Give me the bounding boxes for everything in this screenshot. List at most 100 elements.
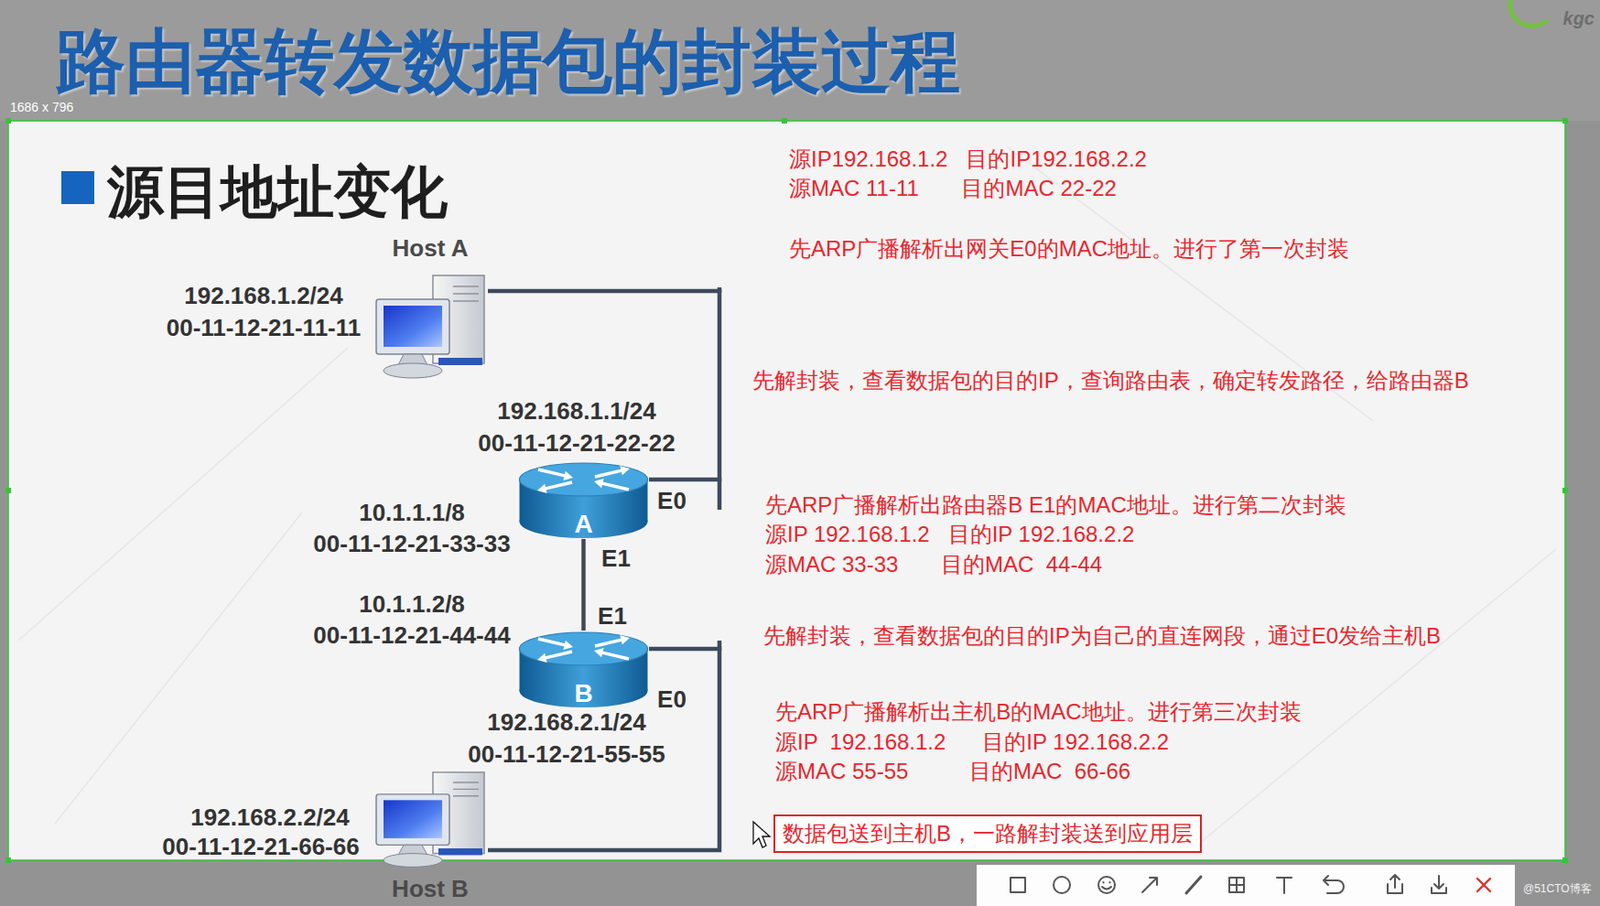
annotation-note: 源IP 192.168.1.2 目的IP 192.168.2.2 [765, 521, 1135, 549]
section-heading: 源目地址变化 [107, 158, 448, 227]
handle [5, 487, 11, 494]
mac-address: 00-11-12-21-22-22 [477, 429, 675, 458]
router-arrow [600, 483, 629, 490]
annotation-note: 先解封装，查看数据包的目的IP，查询路由表，确定转发路径，给路由器B [752, 367, 1470, 395]
watermark: @51CTO博客 [1523, 882, 1592, 896]
router-top [519, 463, 649, 497]
router-node: A [518, 461, 649, 540]
router-arrowhead [594, 478, 605, 488]
mac-address: 00-11-12-21-44-44 [313, 621, 510, 650]
computer-icon [372, 273, 488, 383]
host-name: Host B [372, 875, 488, 903]
logo-arc [1510, 0, 1547, 27]
mosaic-grid [1229, 877, 1244, 893]
annotation-note: 先ARP广播解析出路由器B E1的MAC地址。进行第二次封装 [765, 492, 1347, 519]
texture-line [18, 347, 348, 641]
router-node: B [518, 630, 649, 709]
toolbar [976, 864, 1515, 906]
router-letter: A [518, 461, 649, 539]
drive-bays [453, 286, 479, 302]
computer-icon [372, 770, 488, 872]
monitor-screen [383, 800, 443, 839]
handle [1562, 487, 1568, 494]
monitor-frame [376, 794, 450, 845]
annotation-note: 源MAC 11-11 目的MAC 22-22 [789, 175, 1117, 203]
drive-bays [453, 782, 479, 797]
mac-address: 00-11-12-21-33-33 [313, 529, 510, 559]
router-arrowhead [594, 648, 605, 658]
bullet-square [61, 171, 95, 205]
tower-base [438, 848, 483, 855]
monitor-base [383, 854, 443, 868]
interface-name: E1 [597, 602, 628, 631]
router-arrowhead [537, 484, 548, 494]
slide-area [8, 120, 1566, 861]
annotation-note: 先ARP广播解析出网关E0的MAC地址。进行了第一次封装 [789, 236, 1350, 263]
router-arrowhead [619, 635, 630, 645]
annotation-note: 先ARP广播解析出主机B的MAC地址。进行第三次封装 [775, 699, 1302, 726]
annotation-note: 源MAC 33-33 目的MAC 44-44 [765, 551, 1103, 579]
router-arrowhead [619, 465, 630, 476]
host-computer: Host A [372, 273, 488, 383]
interface-name: E0 [657, 486, 687, 516]
note-text: 数据包送到主机B，一路解封装送到应用层 [782, 820, 1193, 848]
router-arrowhead [562, 640, 573, 650]
arrow-tool-icon [1142, 877, 1157, 893]
handle [5, 118, 11, 124]
selection-handles [5, 118, 1568, 864]
network-link [581, 539, 586, 631]
ip-address: 10.1.1.2/8 [358, 590, 465, 619]
interface-name: E0 [657, 685, 687, 714]
toolbar-icons [1010, 875, 1491, 894]
router-arrow [538, 638, 567, 646]
mosaic-tool-icon [1229, 877, 1244, 893]
router-letter: B [518, 630, 649, 708]
pen-tool-icon [1186, 876, 1201, 894]
dimension-label: 1686 x 796 [10, 99, 74, 116]
slide-title: 路由器转发数据包的封装过程 [55, 19, 961, 103]
ip-address: 192.168.2.2/24 [190, 803, 350, 833]
interface-name: E1 [601, 544, 631, 573]
close-icon [1477, 878, 1491, 892]
router-top [519, 632, 649, 666]
mouse-cursor [753, 821, 770, 848]
router-arrow [594, 470, 624, 477]
annotation-note: 源IP192.168.1.2 目的IP192.168.2.2 [789, 146, 1147, 173]
mac-address: 00-11-12-21-11-11 [166, 313, 362, 343]
handle [1562, 118, 1568, 124]
undo-icon [1323, 875, 1344, 894]
router-arrow [538, 469, 567, 476]
text-tool-icon [1276, 877, 1292, 894]
router-arrow [600, 652, 629, 660]
annotation-note: 源MAC 55-55 目的MAC 66-66 [775, 758, 1131, 786]
title-band [0, 0, 1600, 121]
router-arrowhead [562, 471, 573, 481]
router-arrow [543, 651, 573, 659]
emoji-tool-icon [1098, 876, 1115, 894]
router-arrow [594, 639, 624, 647]
ip-address: 10.1.1.1/8 [358, 498, 465, 528]
ip-address: 192.168.2.1/24 [486, 708, 647, 737]
logo-text: kgc [1563, 7, 1595, 30]
mac-address: 00-11-12-21-66-66 [162, 832, 359, 862]
monitor-frame [376, 299, 450, 355]
host-computer: Host B [372, 770, 488, 872]
rect-tool-icon [1010, 877, 1026, 893]
note-box: 数据包送到主机B，一路解封装送到应用层 [773, 814, 1202, 854]
handle [1562, 857, 1568, 864]
handle [5, 857, 11, 864]
monitor-screen [383, 305, 443, 347]
ip-address: 192.168.1.2/24 [183, 281, 344, 311]
ip-address: 192.168.1.1/24 [497, 397, 657, 426]
bus-stub [717, 477, 723, 510]
router-arrowhead [537, 653, 548, 663]
share-icon [1387, 875, 1403, 894]
emoji-face [1102, 882, 1112, 890]
monitor-base [383, 363, 443, 379]
host-name: Host A [372, 234, 488, 262]
selection-border [8, 120, 1566, 861]
ellipse-tool-icon [1053, 876, 1071, 894]
